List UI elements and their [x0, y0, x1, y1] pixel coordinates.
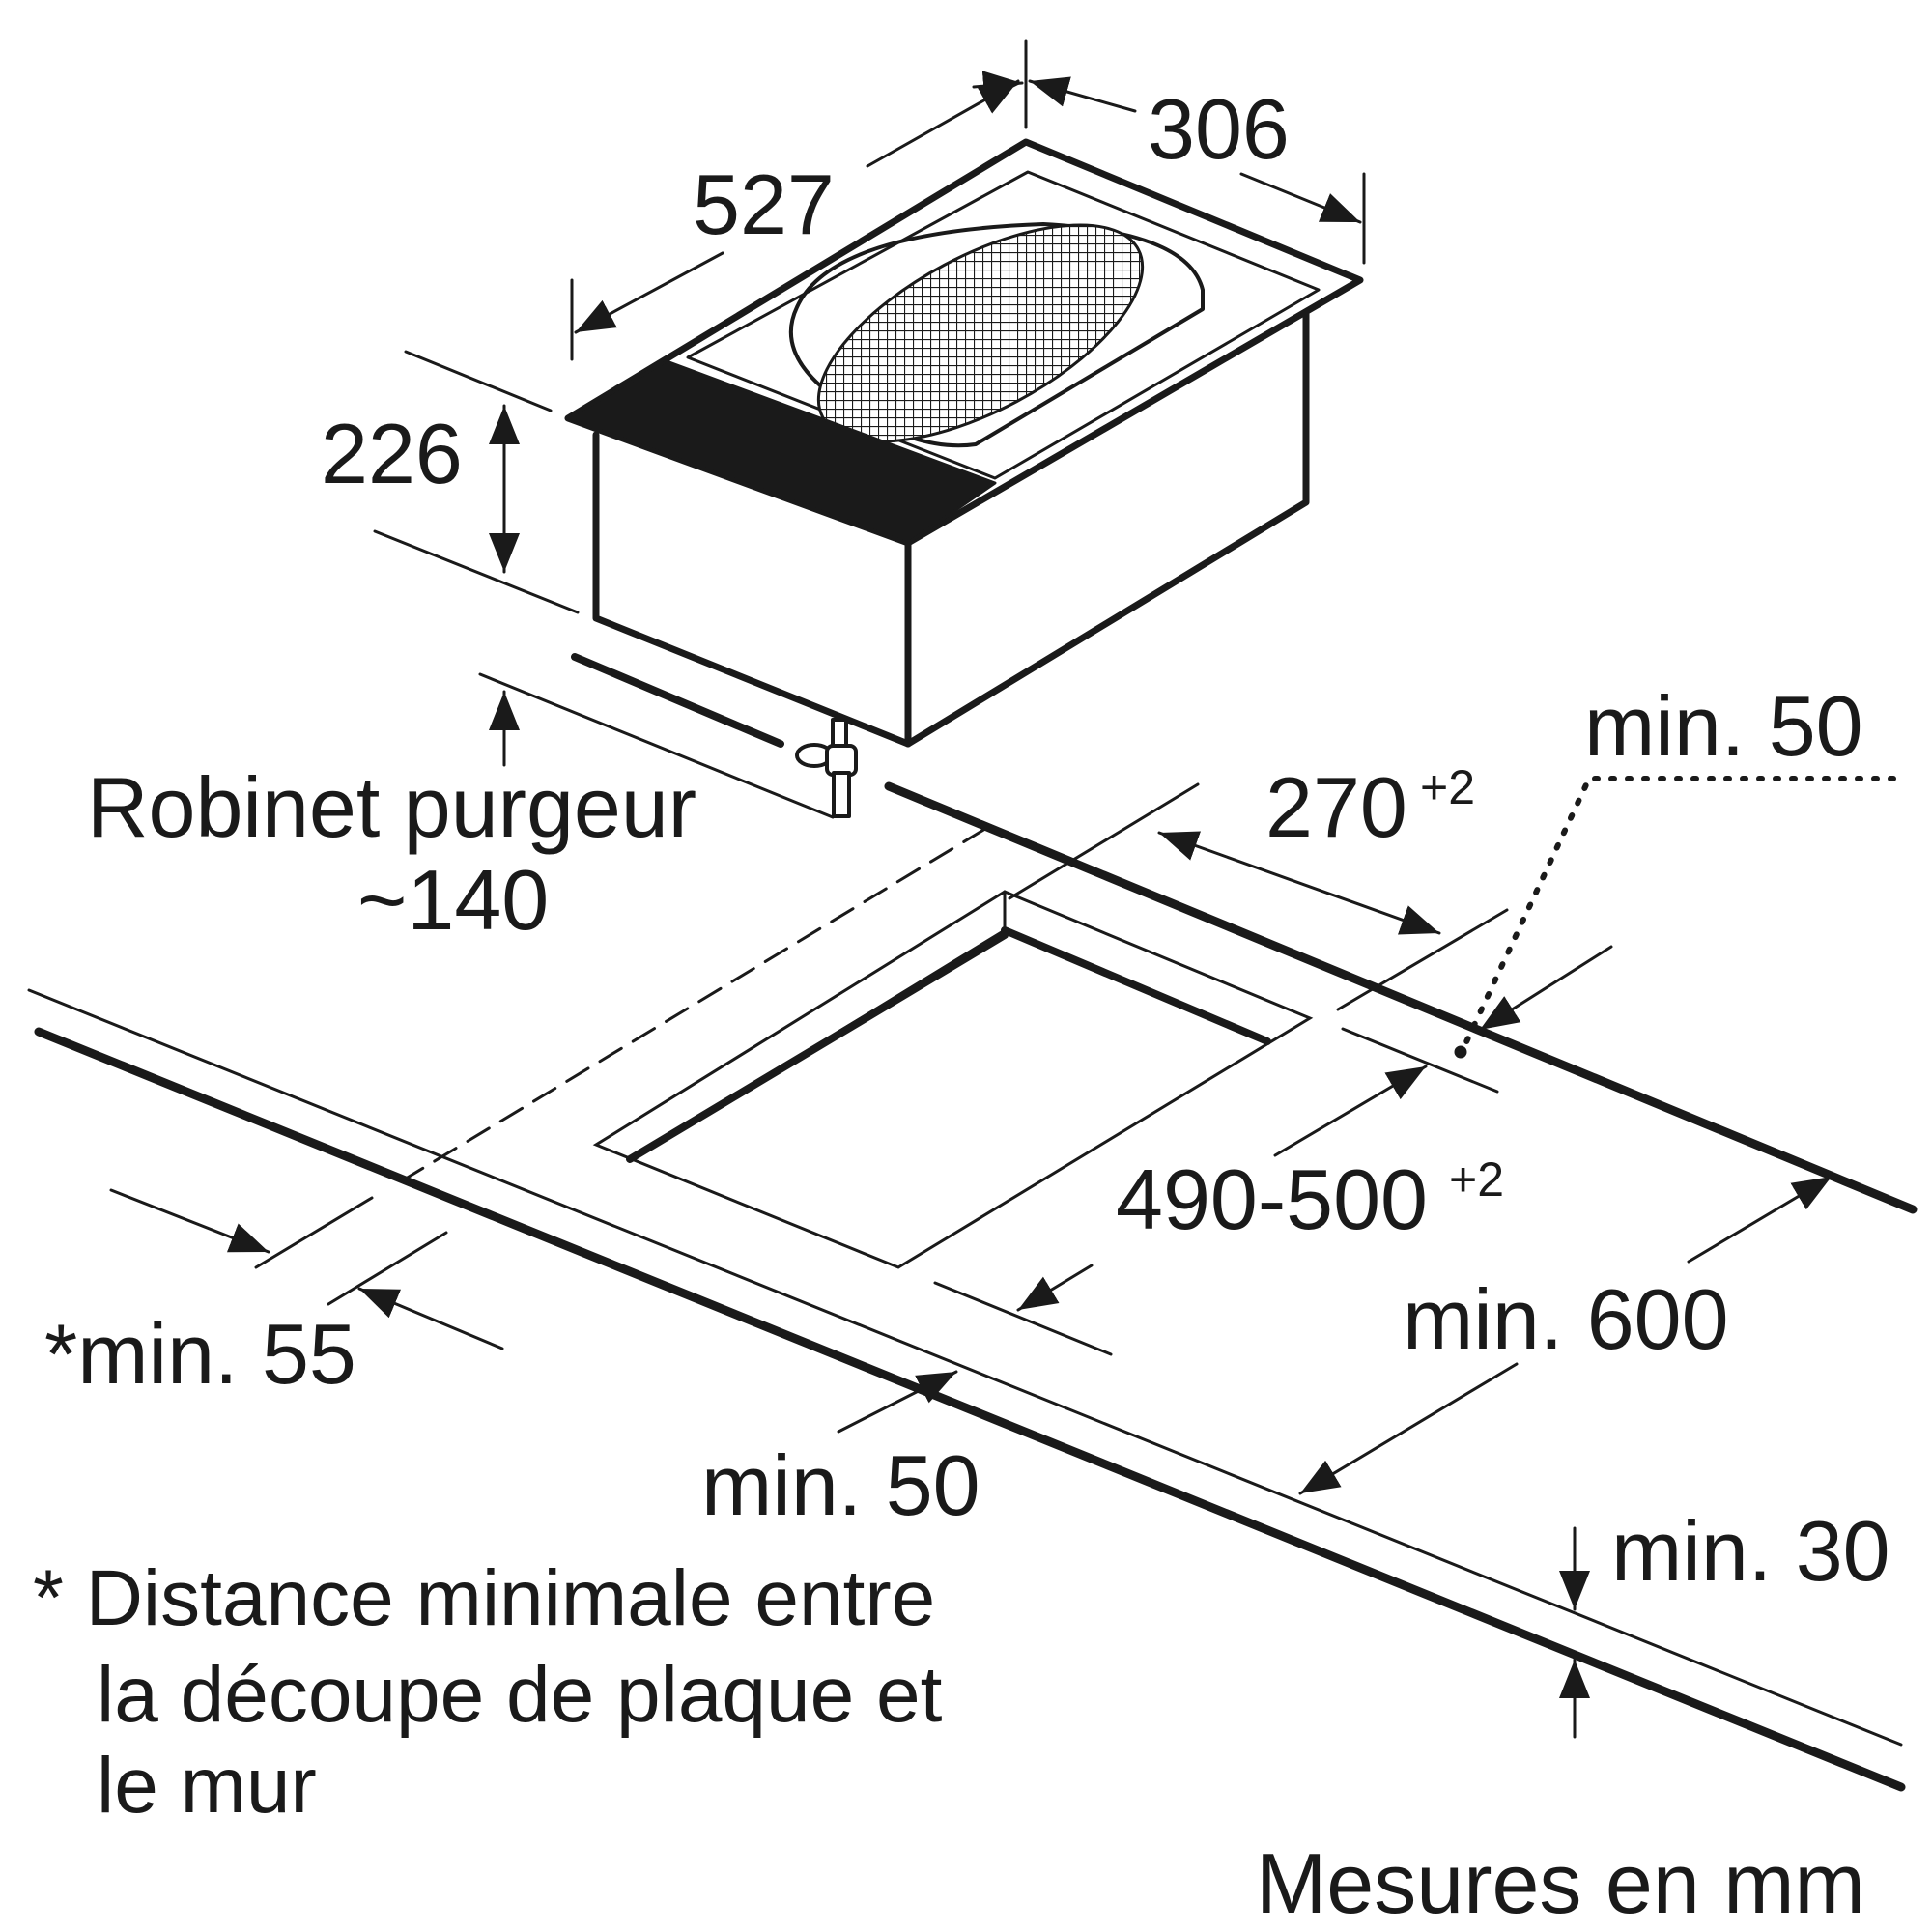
- extension-line-55-right: [327, 1231, 448, 1306]
- dim-arrow-270: [1157, 831, 1441, 935]
- cutout-outer: [592, 890, 1314, 1269]
- label-min50-front: min. 50: [701, 1437, 980, 1533]
- dim-arrow-600-upper: [1687, 1175, 1833, 1264]
- label-490-500: 490-500: [1116, 1151, 1428, 1247]
- dim-arrow-600-lower: [1298, 1362, 1519, 1495]
- extension-line-490-top: [1341, 1027, 1499, 1094]
- units-note: Mesures en mm: [1256, 1835, 1865, 1931]
- label-min55: *min. 55: [44, 1306, 356, 1402]
- fryer-body-right: [904, 310, 1310, 748]
- extension-line-140: [478, 672, 835, 819]
- label-drain-valve: Robinet purgeur: [87, 759, 696, 855]
- label-226: 226: [321, 406, 463, 501]
- extension-line-226-bottom: [373, 529, 580, 614]
- fryer-basket-rim: [816, 223, 1145, 443]
- dotted-leader-min50: [1461, 776, 1896, 1051]
- drain-valve: [795, 718, 858, 818]
- label-min600: min. 600: [1403, 1271, 1729, 1367]
- extension-line-270-left: [1008, 782, 1200, 900]
- dim-arrow-min50-rear: [1478, 945, 1613, 1032]
- footnote-line-3: le mur: [97, 1742, 317, 1830]
- extension-line-226-top: [404, 350, 553, 412]
- dim-arrow-306-right: [1239, 172, 1362, 224]
- appliance-projection-line: [571, 653, 784, 748]
- dimension-lines: [109, 39, 1896, 1739]
- dimension-labels: 306 527 226 Robinet purgeur ~140 270 +2 …: [44, 81, 1890, 1599]
- label-306: 306: [1148, 81, 1290, 177]
- label-min30: min. 30: [1611, 1503, 1890, 1599]
- label-527: 527: [693, 156, 835, 252]
- leader-dot: [1454, 1045, 1467, 1059]
- cutout-inner-back: [1001, 926, 1271, 1045]
- worktop-front-bottom-edge: [34, 1027, 1906, 1792]
- fryer-body-left: [592, 431, 912, 748]
- extension-line-55-left: [254, 1196, 374, 1269]
- dim-arrow-55-left: [109, 1188, 270, 1254]
- cutout-inner-left: [626, 931, 1009, 1163]
- dim-arrow-306-left: [1028, 76, 1137, 113]
- wall-dashed-line: [404, 827, 987, 1180]
- worktop-back-edge: [884, 781, 1918, 1214]
- dim-arrow-527-upper: [866, 79, 1020, 168]
- dim-arrow-490-upper: [1273, 1065, 1428, 1157]
- label-270: 270: [1265, 759, 1407, 855]
- label-270-tolerance: +2: [1420, 760, 1475, 814]
- footnote-line-1: * Distance minimale entre: [33, 1554, 935, 1642]
- footnote: * Distance minimale entre la découpe de …: [33, 1554, 943, 1830]
- fryer-inner-rim: [686, 170, 1321, 480]
- extension-line-270-right: [1336, 908, 1509, 1011]
- label-min50-rear: min. 50: [1584, 678, 1863, 774]
- fryer-appliance: [564, 138, 1364, 818]
- dim-arrow-527-lower: [574, 251, 724, 334]
- label-490-tolerance: +2: [1449, 1152, 1504, 1207]
- worktop: [27, 653, 1918, 1792]
- extension-line-490-bottom: [933, 1281, 1113, 1356]
- control-panel-strip: [566, 359, 997, 545]
- dim-arrow-55-right: [357, 1287, 504, 1350]
- worktop-front-top-edge: [27, 988, 1903, 1747]
- label-drain-height: ~140: [357, 852, 549, 948]
- dim-arrow-min50-front: [837, 1370, 958, 1434]
- footnote-line-2: la découpe de plaque et: [97, 1651, 943, 1739]
- dim-arrow-490-lower: [1016, 1264, 1094, 1312]
